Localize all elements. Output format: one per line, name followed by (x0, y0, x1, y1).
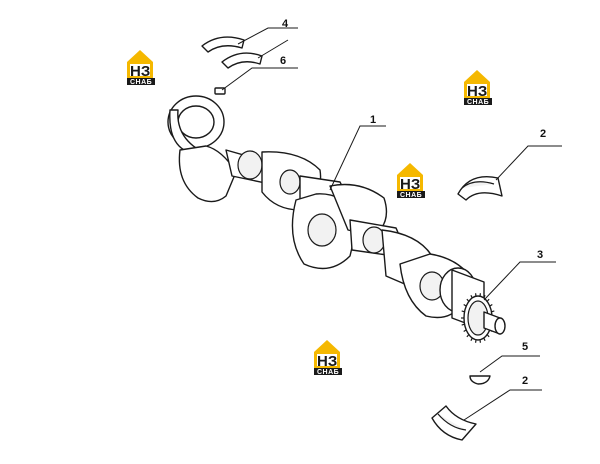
callout-1: 1 (370, 114, 376, 126)
leader-4 (237, 27, 298, 45)
gear-tooth (483, 295, 486, 299)
gear-tooth (491, 310, 495, 313)
callout-3: 3 (537, 249, 543, 261)
gear-tooth (489, 303, 493, 307)
thrust-washer-pair (201, 36, 263, 69)
callout-4: 4 (282, 18, 289, 30)
leader-1 (329, 125, 386, 191)
gear-tooth (483, 337, 486, 341)
watermark-logo: НЗ СНАБ (397, 163, 425, 199)
gear-tooth (486, 334, 490, 338)
gear-tooth (466, 334, 470, 338)
svg-text:СНАБ: СНАБ (467, 99, 489, 106)
watermark-logo: НЗ СНАБ (464, 70, 492, 106)
woodruff-key (469, 375, 491, 385)
gear-tooth (461, 310, 465, 313)
svg-text:НЗ: НЗ (317, 353, 337, 370)
leader-2-upper (495, 145, 562, 181)
watermark-logo: НЗ СНАБ (314, 340, 342, 376)
callout-2-upper: 2 (540, 128, 546, 140)
gear-tooth (463, 303, 467, 307)
main-bearing-shell-upper (457, 176, 503, 201)
callout-5: 5 (522, 341, 528, 353)
leader-6 (221, 67, 298, 91)
main-bearing-shell-lower (431, 405, 477, 441)
svg-text:СНАБ: СНАБ (317, 369, 339, 376)
gear-tooth (461, 323, 465, 326)
svg-text:СНАБ: СНАБ (130, 79, 152, 86)
svg-text:НЗ: НЗ (130, 63, 150, 80)
callout-2-lower: 2 (522, 375, 528, 387)
gear-tooth (463, 329, 467, 333)
crankshaft (167, 95, 485, 331)
gear-tooth (486, 298, 490, 302)
gear-tooth (466, 298, 470, 302)
leader-lines (221, 27, 562, 421)
svg-text:НЗ: НЗ (400, 176, 420, 193)
gear-tooth (470, 295, 473, 299)
gear-tooth (470, 337, 473, 341)
leader-2-lower (463, 389, 542, 421)
callout-6: 6 (280, 55, 286, 67)
leader-3 (483, 261, 556, 301)
svg-text:СНАБ: СНАБ (400, 192, 422, 199)
svg-text:НЗ: НЗ (467, 83, 487, 100)
leader-5 (479, 355, 540, 373)
leader-4b (257, 39, 289, 59)
timing-gear (461, 293, 506, 343)
watermark-logo: НЗ СНАБ (127, 50, 155, 86)
